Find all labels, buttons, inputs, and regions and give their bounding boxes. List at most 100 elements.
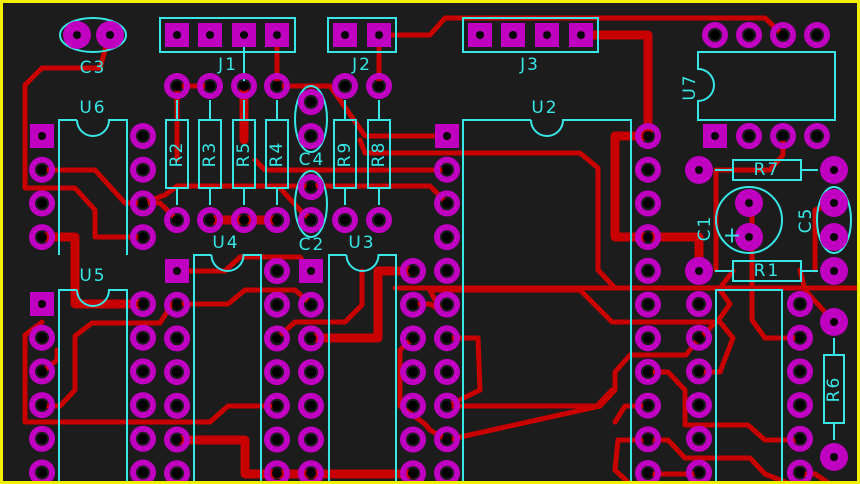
round-pad bbox=[770, 22, 796, 48]
round-pad bbox=[264, 325, 290, 352]
round-pad bbox=[787, 425, 813, 452]
pad bbox=[820, 223, 848, 251]
pad bbox=[29, 392, 55, 419]
round-pad bbox=[434, 224, 460, 251]
drill-hole bbox=[37, 400, 47, 411]
pad bbox=[686, 324, 712, 351]
round-pad bbox=[635, 190, 661, 217]
pad bbox=[820, 189, 848, 217]
trace bbox=[22, 37, 146, 240]
drill-hole bbox=[340, 81, 350, 91]
u3-outline bbox=[328, 254, 397, 484]
round-pad bbox=[434, 426, 460, 453]
drill-hole bbox=[172, 400, 182, 411]
label-u7: U7 bbox=[680, 73, 700, 100]
drill-hole bbox=[138, 232, 148, 243]
pad bbox=[264, 460, 290, 484]
trace bbox=[645, 437, 793, 484]
pad bbox=[787, 358, 813, 385]
pad bbox=[332, 73, 358, 99]
label-r9: R9 bbox=[335, 141, 355, 168]
drill-hole bbox=[138, 366, 148, 377]
pad bbox=[197, 207, 223, 233]
u2-outline bbox=[462, 119, 632, 484]
pad bbox=[736, 123, 762, 149]
drill-hole bbox=[374, 81, 384, 91]
drill-hole bbox=[643, 400, 653, 411]
drill-hole bbox=[138, 332, 148, 343]
drill-hole bbox=[205, 81, 215, 91]
round-pad bbox=[164, 392, 190, 419]
round-pad bbox=[686, 291, 712, 317]
label-u2: U2 bbox=[531, 98, 558, 118]
pad bbox=[686, 459, 712, 484]
pad bbox=[367, 23, 391, 47]
pad bbox=[686, 291, 712, 317]
pad bbox=[635, 392, 661, 419]
round-pad bbox=[298, 325, 324, 352]
pad bbox=[635, 426, 661, 453]
drill-hole bbox=[272, 400, 282, 411]
pad bbox=[434, 460, 460, 484]
round-pad bbox=[264, 73, 290, 99]
drill-hole bbox=[273, 31, 281, 39]
pad bbox=[332, 207, 358, 233]
drill-hole bbox=[830, 233, 838, 241]
round-pad bbox=[29, 190, 55, 217]
drill-hole bbox=[37, 164, 47, 175]
pad bbox=[298, 291, 324, 318]
drill-hole bbox=[694, 433, 704, 444]
round-pad bbox=[29, 425, 55, 452]
drill-hole bbox=[408, 367, 418, 378]
pad bbox=[165, 23, 189, 47]
drill-hole bbox=[37, 467, 47, 478]
label-r5: R5 bbox=[234, 141, 254, 168]
pad bbox=[265, 23, 289, 47]
pad bbox=[298, 207, 324, 233]
drill-hole bbox=[306, 182, 316, 192]
drill-hole bbox=[830, 318, 838, 326]
drill-hole bbox=[306, 299, 316, 310]
drill-hole bbox=[812, 131, 822, 141]
pad bbox=[164, 207, 190, 233]
drill-hole bbox=[643, 131, 653, 141]
drill-hole bbox=[408, 333, 418, 344]
round-pad bbox=[130, 392, 156, 419]
round-pad bbox=[434, 325, 460, 352]
round-pad bbox=[366, 207, 392, 233]
pad bbox=[130, 123, 156, 149]
c3-outline bbox=[59, 17, 127, 53]
drill-hole bbox=[442, 232, 452, 243]
c4-outline bbox=[294, 85, 328, 153]
pad bbox=[231, 73, 257, 99]
round-pad bbox=[130, 425, 156, 452]
pad bbox=[820, 257, 848, 285]
pad bbox=[434, 325, 460, 352]
pad bbox=[333, 23, 357, 47]
pad bbox=[299, 259, 323, 283]
trace bbox=[444, 387, 615, 409]
round-pad bbox=[787, 324, 813, 351]
drill-hole bbox=[694, 299, 704, 309]
drill-hole bbox=[695, 166, 703, 174]
round-pad bbox=[635, 358, 661, 385]
pad bbox=[130, 156, 156, 183]
round-pad bbox=[130, 156, 156, 183]
u7-outline bbox=[697, 51, 836, 121]
drill-hole bbox=[577, 31, 585, 39]
drill-hole bbox=[643, 366, 653, 377]
pad bbox=[686, 425, 712, 452]
drill-hole bbox=[695, 267, 703, 275]
round-pad bbox=[635, 325, 661, 352]
c2-outline bbox=[294, 170, 328, 238]
drill-hole bbox=[375, 31, 383, 39]
drill-hole bbox=[795, 332, 805, 343]
pad bbox=[264, 426, 290, 453]
round-pad bbox=[434, 190, 460, 217]
pad bbox=[635, 156, 661, 183]
drill-hole bbox=[442, 299, 452, 310]
drill-hole bbox=[341, 31, 349, 39]
pad bbox=[164, 325, 190, 352]
round-pad bbox=[635, 123, 661, 149]
